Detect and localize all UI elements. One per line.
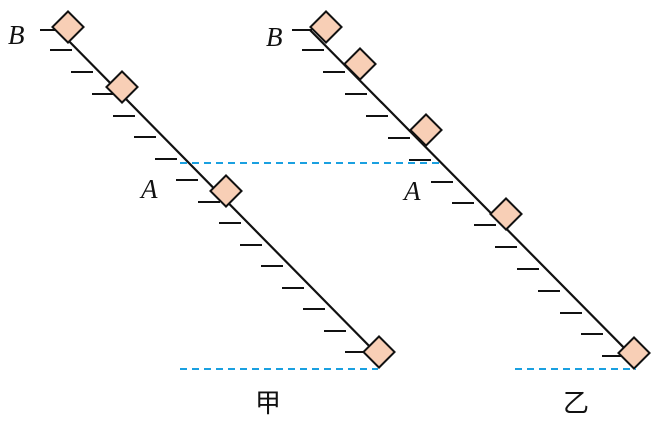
block (489, 197, 523, 231)
blocks (309, 10, 651, 370)
caption: 甲 (255, 389, 281, 419)
diagram-jia: B A 甲 (8, 10, 396, 419)
block (309, 10, 343, 44)
block (343, 47, 377, 81)
block (51, 10, 85, 44)
hatch-marks (50, 49, 367, 353)
label-b: B (8, 20, 25, 50)
label-a: A (139, 174, 158, 204)
hatch-marks (302, 49, 624, 357)
caption: 乙 (563, 389, 589, 419)
block (209, 174, 243, 208)
block (362, 335, 396, 369)
diagram-yi: B A 乙 (266, 10, 651, 419)
block (105, 70, 139, 104)
label-a: A (402, 176, 421, 206)
block (409, 113, 443, 147)
incline-line (309, 29, 637, 361)
blocks (51, 10, 396, 369)
label-b: B (266, 22, 283, 52)
block (617, 336, 651, 370)
